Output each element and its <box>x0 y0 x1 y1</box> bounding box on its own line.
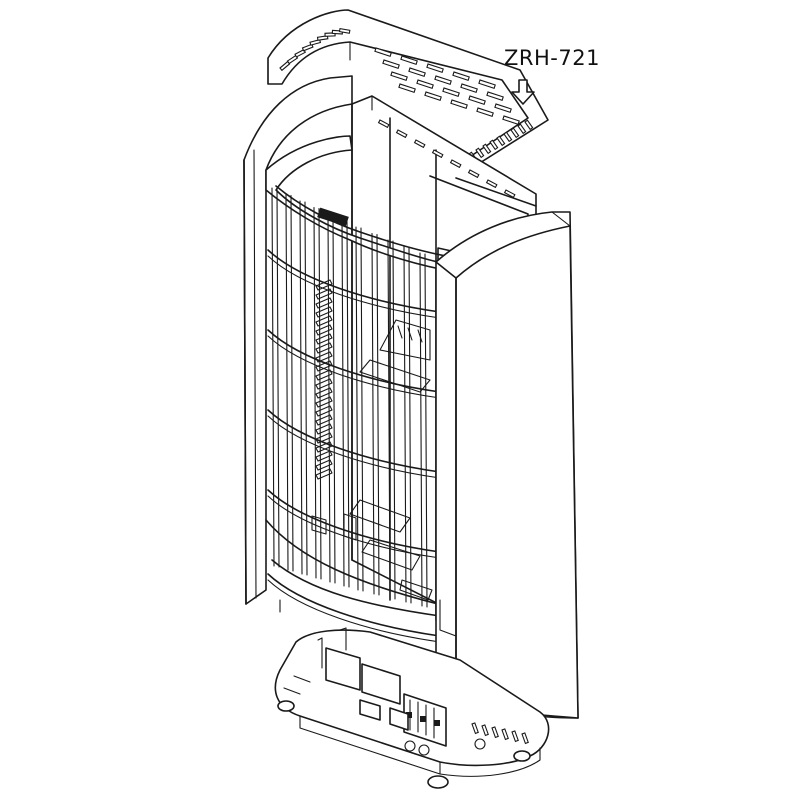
top-cover-vent-slots <box>374 47 520 125</box>
heating-elements <box>311 319 433 601</box>
down-arrow-icon <box>511 79 535 105</box>
base-control-board <box>274 627 550 789</box>
part-label: ZRH-721 <box>504 46 600 70</box>
right-side-panel <box>435 211 579 725</box>
front-grille <box>265 135 457 643</box>
top-cover-part <box>267 9 549 187</box>
